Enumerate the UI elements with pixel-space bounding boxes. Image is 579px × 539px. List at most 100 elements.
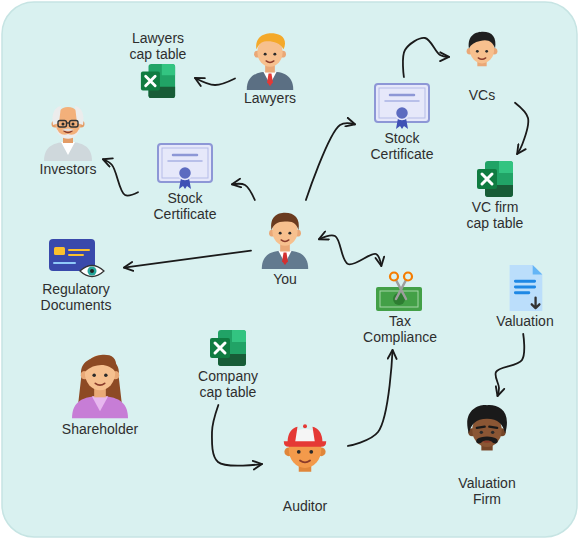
eye xyxy=(72,123,75,126)
scissors-blade xyxy=(396,280,406,299)
icon-node: Investors xyxy=(33,92,103,182)
node-label: Stock Certificate xyxy=(143,190,227,222)
icon-node: Company cap table xyxy=(188,323,268,405)
vc-icon xyxy=(454,25,510,87)
eye xyxy=(62,123,65,126)
shirt xyxy=(61,142,75,155)
money-icon xyxy=(374,271,426,313)
arrow-connector xyxy=(319,235,381,266)
mouth xyxy=(281,240,289,241)
sheet xyxy=(162,64,175,75)
node-label: VCs xyxy=(469,87,495,103)
node-label: You xyxy=(273,271,297,287)
icon-node: Valuation Firm xyxy=(442,396,532,512)
document-page xyxy=(510,265,543,311)
investor-icon xyxy=(38,97,98,161)
card-chip xyxy=(54,247,65,255)
eye xyxy=(476,50,479,53)
mustache xyxy=(62,129,74,132)
hair xyxy=(52,106,83,125)
hair xyxy=(467,405,507,433)
node-label: VC firm cap table xyxy=(462,199,528,231)
certificate-paper xyxy=(158,144,212,182)
beard xyxy=(56,126,80,139)
glasses xyxy=(67,122,70,123)
eye xyxy=(104,373,108,377)
connector-group xyxy=(103,38,528,466)
valfirm-icon xyxy=(453,401,521,475)
cert-icon xyxy=(373,82,431,130)
node-label: Company cap table xyxy=(193,368,263,400)
node-label: Tax Compliance xyxy=(357,313,443,345)
scissors-handle xyxy=(390,273,398,281)
arrow-connector xyxy=(515,103,528,154)
arrow-connector xyxy=(306,123,355,200)
cap xyxy=(313,427,323,443)
eye xyxy=(264,53,267,56)
mouth xyxy=(300,461,310,463)
eye-iris xyxy=(88,267,97,276)
node-label: Auditor xyxy=(283,498,327,514)
node-label: Valuation xyxy=(496,313,553,329)
banknote xyxy=(376,287,422,311)
node-label: Shareholder xyxy=(62,421,138,437)
document-fold xyxy=(533,265,543,275)
mustache xyxy=(476,437,497,444)
arrow-connector xyxy=(212,405,262,466)
arrow-connector xyxy=(495,334,524,396)
torso xyxy=(72,396,128,418)
arrow-connector xyxy=(124,251,251,268)
hair xyxy=(256,33,285,49)
mouth xyxy=(64,131,72,133)
icon-node: Lawyers xyxy=(235,23,305,111)
lawyer-icon xyxy=(240,28,300,90)
badge-mark xyxy=(215,343,225,353)
hair xyxy=(271,213,299,230)
torso xyxy=(44,142,92,161)
torso xyxy=(262,251,308,269)
eye xyxy=(309,450,313,454)
arrow-connector xyxy=(103,159,138,195)
arrow-connector xyxy=(403,38,449,77)
node-label: Valuation Firm xyxy=(447,475,527,507)
eye xyxy=(491,431,494,434)
tie xyxy=(267,74,273,87)
card-line xyxy=(69,250,89,255)
icon-node: VC firm cap table xyxy=(457,154,533,236)
eye xyxy=(480,431,483,434)
eye xyxy=(92,373,96,377)
glasses xyxy=(70,121,79,128)
eye-pupil xyxy=(90,269,94,273)
icon-node: VCs xyxy=(449,20,515,108)
mouth xyxy=(95,383,104,385)
seal xyxy=(396,107,409,120)
icon-node: You xyxy=(251,200,319,292)
icon-node: Shareholder xyxy=(57,336,143,442)
glasses xyxy=(58,121,67,128)
card-line xyxy=(54,262,75,264)
arrow-connector xyxy=(195,78,235,85)
you-icon xyxy=(256,205,314,271)
cap xyxy=(288,427,298,443)
cert-icon xyxy=(156,142,214,190)
icon-node: Tax Compliance xyxy=(352,266,448,350)
icon-node: Regulatory Documents xyxy=(28,230,124,318)
certificate-paper xyxy=(375,84,429,122)
badge-mark xyxy=(146,76,156,86)
node-label: Stock Certificate xyxy=(360,130,444,162)
certificate-line xyxy=(385,100,419,102)
eye xyxy=(273,53,276,56)
cap-button xyxy=(303,424,307,428)
arrow-connector xyxy=(348,350,393,446)
download-arrow xyxy=(532,298,540,309)
eyebrows xyxy=(477,427,497,428)
certificate-line xyxy=(168,160,202,162)
icon-node: Stock Certificate xyxy=(138,137,232,227)
eye xyxy=(297,450,301,454)
node-label: Regulatory Documents xyxy=(33,281,119,313)
auditor-icon xyxy=(267,418,343,498)
mouth xyxy=(266,61,274,62)
eye xyxy=(279,232,282,235)
